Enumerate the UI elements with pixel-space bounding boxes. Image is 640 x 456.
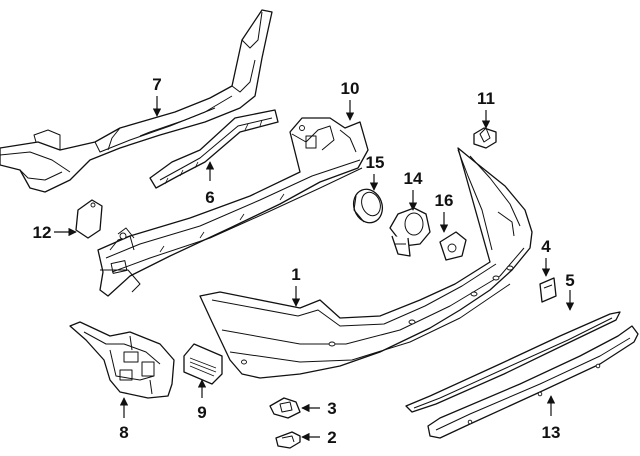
clip-part-4 bbox=[539, 277, 557, 303]
callout-5: 5 bbox=[565, 271, 574, 290]
trim-strip-part-5 bbox=[405, 311, 621, 413]
absorber-strip-part-6 bbox=[149, 109, 279, 189]
callout-10: 10 bbox=[341, 79, 360, 98]
sensor-ring-part-15 bbox=[352, 188, 384, 224]
park-sensor-part-14 bbox=[389, 207, 431, 257]
bumper-cover-part-1 bbox=[199, 147, 533, 379]
sensor-bracket-part-16 bbox=[439, 231, 467, 261]
pad-part-12 bbox=[75, 199, 103, 239]
callout-13: 13 bbox=[542, 423, 561, 442]
callout-7: 7 bbox=[152, 75, 161, 94]
callout-labels: 7 6 10 12 15 14 16 11 1 4 5 8 9 3 2 13 bbox=[33, 75, 575, 447]
screw-part-2 bbox=[275, 431, 301, 449]
callout-2: 2 bbox=[327, 428, 336, 447]
bracket-part-8 bbox=[69, 321, 175, 399]
leader-lines bbox=[54, 96, 575, 442]
callout-1: 1 bbox=[291, 265, 300, 284]
retainer-part-3 bbox=[269, 397, 301, 419]
pad-part-9 bbox=[183, 343, 223, 385]
energy-absorber-part-7 bbox=[0, 9, 273, 193]
callout-16: 16 bbox=[435, 191, 454, 210]
callout-15: 15 bbox=[366, 153, 385, 172]
callout-9: 9 bbox=[197, 403, 206, 422]
callout-12: 12 bbox=[33, 223, 52, 242]
callout-8: 8 bbox=[119, 423, 128, 442]
nut-part-11 bbox=[473, 127, 497, 149]
callout-3: 3 bbox=[327, 399, 336, 418]
callout-14: 14 bbox=[404, 169, 423, 188]
callout-6: 6 bbox=[205, 188, 214, 207]
callout-4: 4 bbox=[541, 237, 551, 256]
impact-bar-part-10 bbox=[97, 117, 369, 297]
callout-11: 11 bbox=[477, 89, 495, 108]
lower-trim-panel-part-13 bbox=[427, 325, 639, 439]
